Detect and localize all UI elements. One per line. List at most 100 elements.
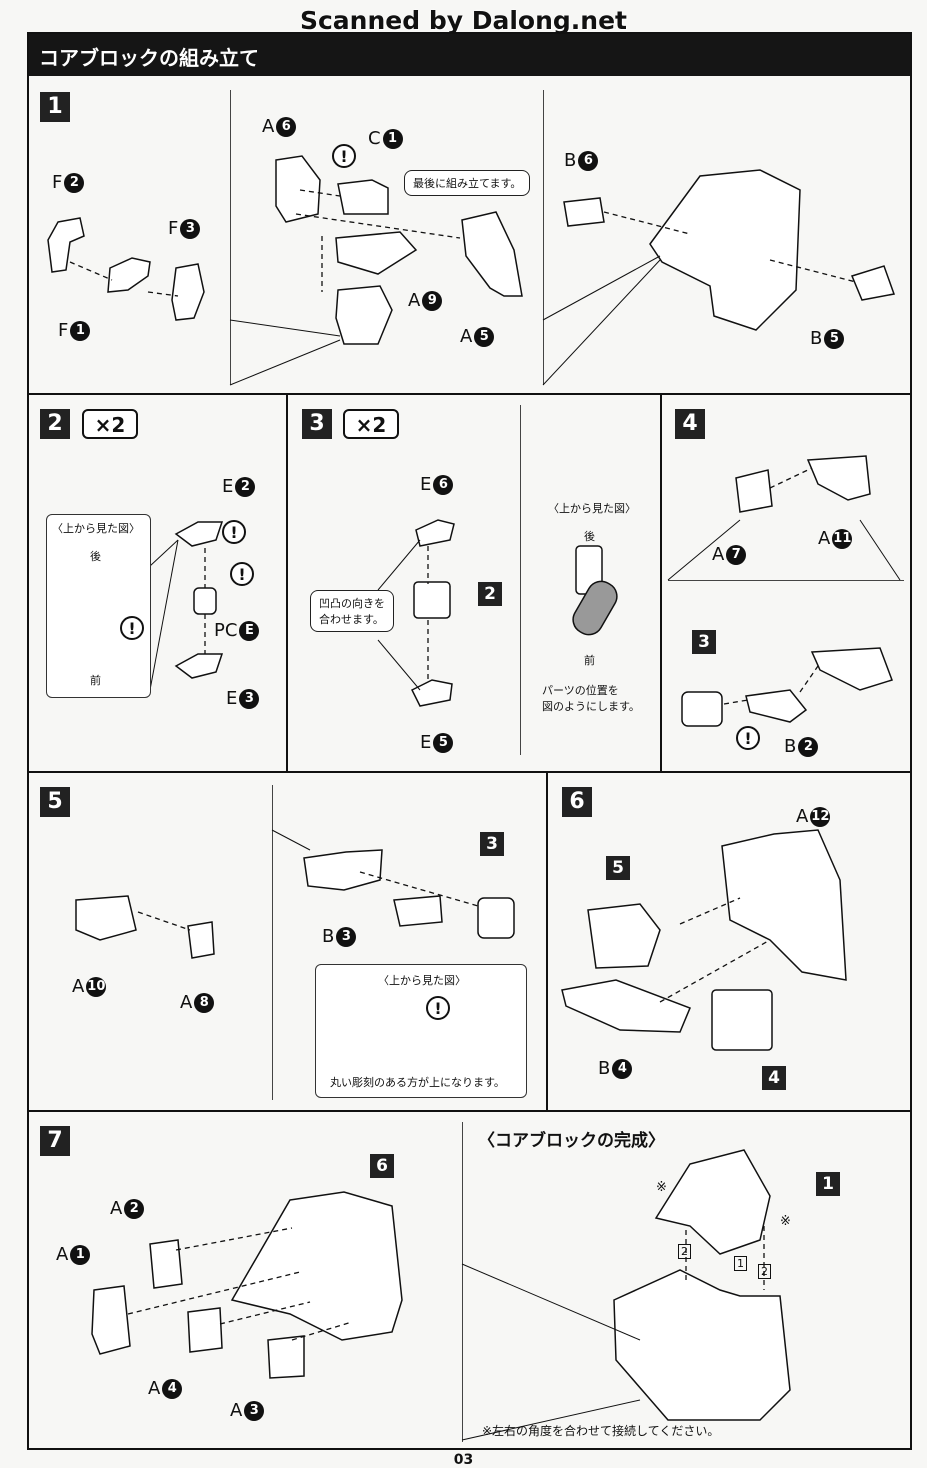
divider	[272, 785, 273, 1100]
caution-icon: !	[120, 616, 144, 640]
order-badge-2: 2	[758, 1264, 771, 1279]
position-note: パーツの位置を 図のようにします。	[542, 684, 640, 713]
page-frame	[27, 32, 912, 1450]
caution-icon: !	[426, 996, 450, 1020]
subassembly-ref-3: 3	[692, 630, 716, 654]
step-number-5: 5	[40, 787, 70, 817]
caution-icon: !	[222, 520, 246, 544]
order-badge-1: 1	[734, 1256, 747, 1271]
step-number-2: 2	[40, 409, 70, 439]
part-e2	[174, 521, 224, 547]
mark-left: ※	[656, 1180, 667, 1195]
top-view-box	[315, 964, 527, 1098]
subassembly-ref-4: 4	[762, 1066, 786, 1090]
part-e3	[174, 653, 224, 679]
page-number: 03	[453, 1452, 474, 1468]
part-f3	[171, 263, 205, 321]
divider	[230, 90, 231, 385]
back-label: 後	[90, 550, 101, 563]
part-core	[335, 285, 393, 345]
step-number-3: 3	[302, 409, 332, 439]
divider	[660, 393, 662, 771]
top-view-title: 〈上から見た図〉	[52, 522, 140, 535]
part-f1	[107, 257, 151, 293]
divider	[543, 90, 544, 385]
step-number-4: 4	[675, 409, 705, 439]
complete-title: 〈コアブロックの完成〉	[478, 1131, 665, 1151]
part-b6	[563, 197, 605, 227]
part-f2	[47, 217, 85, 273]
section-title: コアブロックの組み立て	[39, 46, 259, 70]
subassembly-ref-2: 2	[478, 582, 502, 606]
subassembly-ref-6: 6	[370, 1154, 394, 1178]
part-b5	[850, 265, 896, 301]
front-label: 前	[584, 654, 595, 667]
subassembly-ref-3: 3	[480, 832, 504, 856]
subassembly-ref-1: 1	[816, 1172, 840, 1196]
divider	[668, 580, 904, 581]
divider	[546, 771, 548, 1110]
part-e6	[415, 519, 455, 547]
front-label: 前	[90, 674, 101, 687]
part-a5	[461, 211, 523, 297]
multiplier-badge: ×2	[343, 409, 399, 439]
order-badge-2: 2	[678, 1244, 691, 1259]
divider	[286, 393, 288, 771]
divider	[462, 1122, 463, 1442]
caution-icon: !	[230, 562, 254, 586]
part-a6	[275, 155, 321, 223]
assemble-last-callout: 最後に組み立てます。	[404, 170, 531, 196]
step-number-1: 1	[40, 92, 70, 122]
part-a9	[335, 231, 418, 275]
angle-note: ※左右の角度を合わせて接続してください。	[482, 1424, 720, 1438]
divider	[520, 405, 521, 755]
section-title-bar: コアブロックの組み立て	[29, 34, 910, 76]
part-ref2	[413, 581, 451, 619]
watermark-text: Scanned by Dalong.net	[299, 6, 627, 35]
mark-right: ※	[780, 1214, 791, 1229]
alignment-callout: 凹凸の向きを 合わせます。	[310, 590, 394, 632]
divider	[27, 1110, 912, 1112]
caution-icon: !	[332, 144, 356, 168]
step-number-6: 6	[562, 787, 592, 817]
subassembly-ref-5: 5	[606, 856, 630, 880]
multiplier-badge: ×2	[82, 409, 138, 439]
part-pc	[193, 587, 217, 615]
engraving-note: 丸い彫刻のある方が上になります。	[330, 1076, 505, 1089]
divider	[27, 771, 912, 773]
part-e5	[410, 679, 453, 707]
back-label: 後	[584, 530, 595, 543]
top-view-title: 〈上から見た図〉	[548, 502, 636, 515]
part-body	[649, 169, 801, 331]
step-number-7: 7	[40, 1126, 70, 1156]
top-view-title: 〈上から見た図〉	[378, 974, 466, 987]
part-c1	[337, 179, 389, 215]
caution-icon: !	[736, 726, 760, 750]
